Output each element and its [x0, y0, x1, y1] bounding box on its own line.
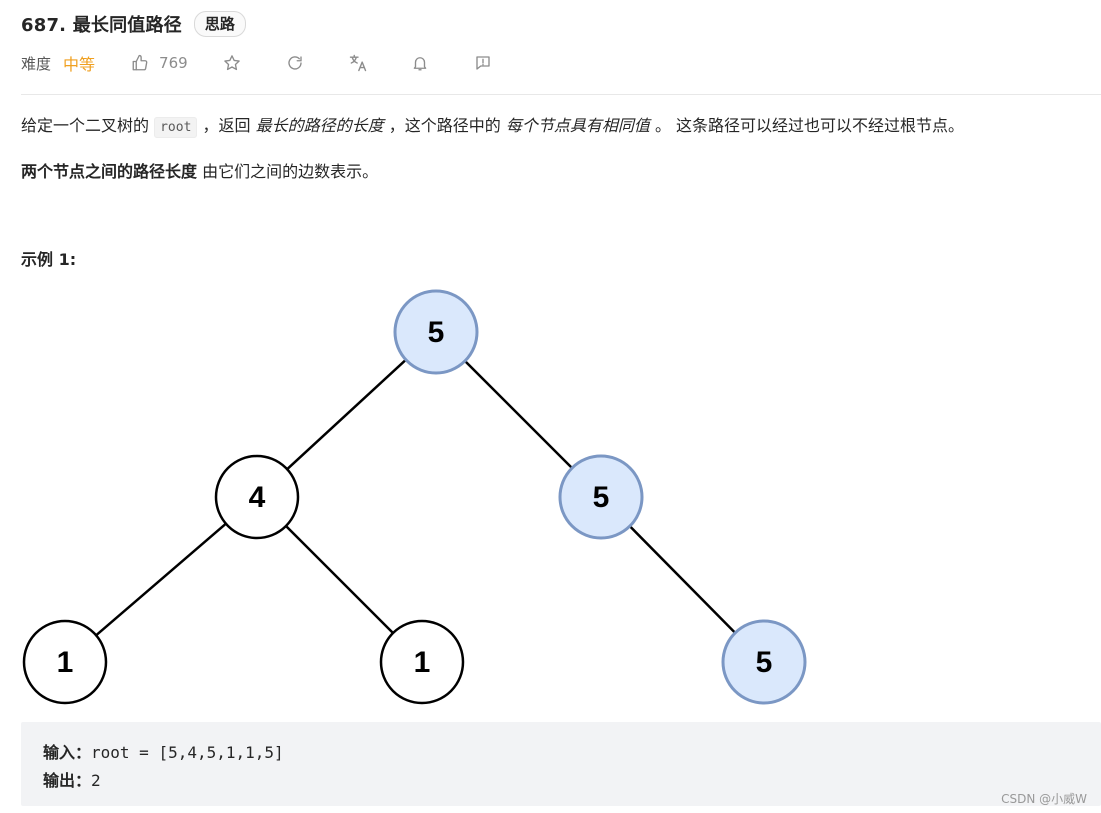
tree-node-value: 4 — [249, 481, 266, 514]
like-count: 769 — [159, 54, 188, 72]
tree-node-value: 5 — [428, 316, 445, 349]
problem-number: 687. — [21, 15, 67, 36]
desc-emphasis: 最长的路径的长度 — [255, 116, 384, 135]
tree-node-circle — [721, 619, 807, 705]
input-label: 输入： — [43, 743, 92, 762]
tree-node-n4: 1 — [379, 619, 465, 705]
binary-tree-diagram: 5 4 5 1 1 5 — [22, 289, 807, 705]
bell-icon[interactable] — [409, 52, 431, 74]
example-heading: 示例 1: — [21, 250, 77, 269]
tree-node-value: 1 — [414, 646, 431, 679]
tree-edge — [464, 360, 573, 469]
tree-node-circle — [393, 289, 479, 375]
thumbs-up-icon[interactable] — [129, 52, 151, 74]
tree-node-value: 5 — [593, 481, 610, 514]
difficulty-badge: 中等 — [63, 55, 96, 74]
tree-edge — [285, 525, 394, 634]
tree-node-n3: 1 — [22, 619, 108, 705]
tree-node-circle — [214, 454, 300, 540]
feedback-icon[interactable] — [472, 52, 494, 74]
header-divider — [21, 94, 1101, 95]
tree-edge — [628, 525, 737, 634]
desc-text: 由它们之间的边数表示。 — [202, 162, 379, 181]
tree-edge — [286, 358, 407, 471]
description-paragraph-1: 给定一个二叉树的 root ，返回 最长的路径的长度 ，这个路径中的 每个节点具… — [21, 113, 964, 141]
desc-text: ，返回 — [202, 116, 251, 135]
desc-text: ，这个路径中的 — [388, 116, 501, 135]
title-row: 687. 最长同值路径 思路 — [21, 9, 246, 39]
example-code-block: 输入：root = [5,4,5,1,1,5] 输出：2 — [21, 722, 1101, 806]
output-label: 输出： — [43, 771, 92, 790]
tree-node-value: 5 — [756, 646, 773, 679]
tree-node-n1: 4 — [214, 454, 300, 540]
input-value: root = [5,4,5,1,1,5] — [91, 743, 284, 762]
tree-node-circle — [22, 619, 108, 705]
tree-node-circle — [558, 454, 644, 540]
hint-tag-button[interactable]: 思路 — [193, 11, 246, 37]
meta-row: 难度 中等 769 — [21, 48, 494, 78]
refresh-icon[interactable] — [284, 52, 306, 74]
output-value: 2 — [91, 771, 101, 790]
tree-node-circle — [379, 619, 465, 705]
tree-node-n0: 5 — [393, 289, 479, 375]
translate-icon[interactable] — [347, 52, 369, 74]
tree-node-n2: 5 — [558, 454, 644, 540]
desc-strong: 两个节点之间的路径长度 — [21, 162, 198, 181]
star-icon[interactable] — [221, 52, 243, 74]
description-paragraph-2: 两个节点之间的路径长度 由它们之间的边数表示。 — [21, 159, 378, 185]
problem-name: 最长同值路径 — [72, 15, 182, 36]
problem-title: 687. 最长同值路径 — [21, 11, 182, 37]
inline-code-root: root — [154, 117, 198, 138]
tree-node-value: 1 — [57, 646, 74, 679]
difficulty-label: 难度 — [21, 54, 52, 73]
tree-node-n5: 5 — [721, 619, 807, 705]
desc-text: 。 这条路径可以经过也可以不经过根节点。 — [654, 116, 965, 135]
example-output-line: 输出：2 — [43, 767, 101, 791]
example-input-line: 输入：root = [5,4,5,1,1,5] — [43, 739, 284, 763]
watermark: CSDN @小威W — [1001, 792, 1087, 806]
tree-edge — [95, 522, 227, 637]
desc-text: 给定一个二叉树的 — [21, 116, 150, 135]
desc-emphasis: 每个节点具有相同值 — [505, 116, 650, 135]
